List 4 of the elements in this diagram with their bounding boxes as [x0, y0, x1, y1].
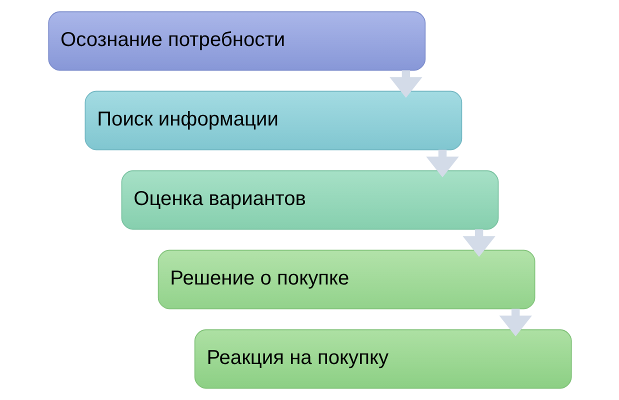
arrow [498, 308, 532, 336]
arrow [462, 229, 495, 257]
arrow [389, 70, 422, 98]
arrow [426, 150, 458, 178]
